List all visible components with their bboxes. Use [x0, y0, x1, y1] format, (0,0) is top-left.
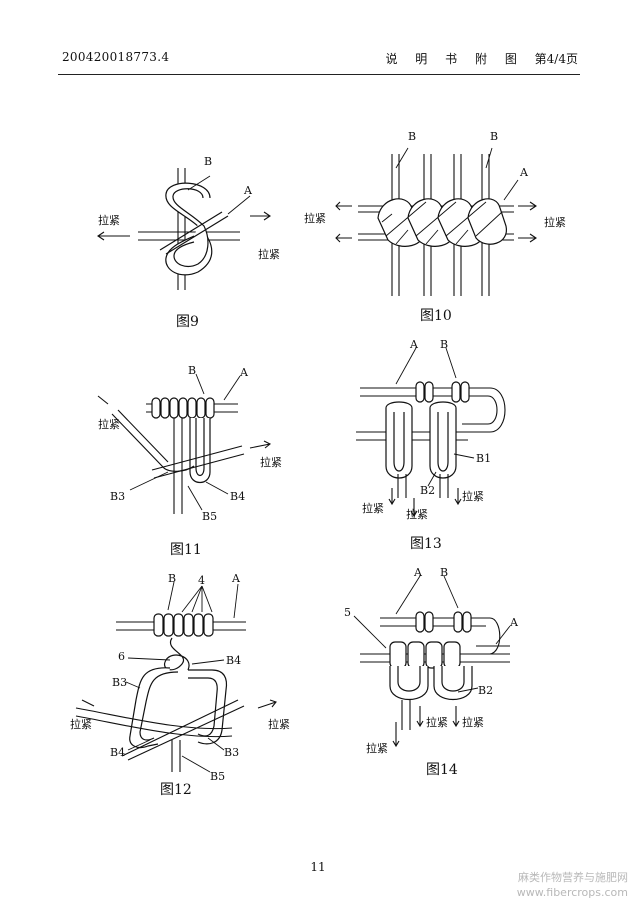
label-b3-bottom: B3 — [224, 746, 239, 759]
figure-10: B B A 拉紧 拉紧 图10 — [304, 130, 566, 324]
label-b: B — [440, 338, 448, 351]
header-char: 说 — [385, 52, 398, 66]
label-5: 5 — [344, 606, 351, 619]
cord-wraps — [151, 397, 215, 419]
woven-knots — [377, 198, 507, 247]
label-pull-1: 拉紧 — [426, 715, 448, 729]
label-pull-3: 拉紧 — [366, 741, 388, 755]
label-pull-right: 拉紧 — [260, 455, 282, 469]
label-a: A — [231, 572, 241, 585]
figure-14: A B 5 A B2 拉紧 拉紧 拉紧 图14 — [344, 566, 519, 778]
label-b: B — [204, 155, 212, 168]
page-reference: 第4/4页 — [534, 52, 578, 66]
label-b5: B5 — [202, 510, 217, 523]
label-b3: B3 — [110, 490, 125, 503]
patent-number: 200420018773.4 — [62, 50, 170, 64]
label-b-left: B — [408, 130, 416, 143]
site-watermark: 麻类作物营养与施肥网 www.fibercrops.com — [517, 870, 628, 900]
label-a-right: A — [509, 616, 519, 629]
page-header-right: 说 明 书 附 图 第4/4页 — [371, 50, 578, 67]
label-6: 6 — [118, 650, 125, 663]
label-pull-3: 拉紧 — [462, 489, 484, 503]
label-a: A — [239, 366, 249, 379]
figure-caption: 图13 — [410, 536, 442, 552]
label-b1: B1 — [476, 452, 491, 465]
header-char: 书 — [445, 52, 458, 66]
label-b4: B4 — [230, 490, 245, 503]
label-a-top: A — [413, 566, 423, 579]
label-b4-bottom: B4 — [110, 746, 125, 759]
label-b: B — [440, 566, 448, 579]
figure-caption: 图12 — [160, 782, 192, 798]
interlaced-loops — [389, 641, 473, 700]
label-pull-right: 拉紧 — [258, 247, 280, 261]
figure-caption: 图14 — [426, 762, 458, 778]
figure-9: B A 拉紧 拉紧 图9 — [97, 155, 280, 330]
label-pull-left: 拉紧 — [98, 417, 120, 431]
label-pull-2: 拉紧 — [462, 715, 484, 729]
cord-wraps — [415, 381, 470, 403]
label-b2: B2 — [478, 684, 493, 697]
header-char: 附 — [474, 52, 487, 66]
label-pull-right: 拉紧 — [544, 215, 566, 229]
label-b: B — [168, 572, 176, 585]
figure-13: A B B1 B2 拉紧 拉紧 拉紧 图13 — [356, 338, 506, 552]
figure-12: B 4 A 6 B4 B3 拉紧 拉紧 B4 B3 B5 图12 — [70, 572, 290, 798]
cord-wraps — [415, 611, 472, 633]
label-b2: B2 — [420, 484, 435, 497]
label-a: A — [409, 338, 419, 351]
label-pull-left: 拉紧 — [98, 213, 120, 227]
label-pull-right: 拉紧 — [268, 717, 290, 731]
header-rule — [58, 74, 580, 75]
header-char: 图 — [504, 52, 517, 66]
label-pull-left: 拉紧 — [304, 211, 326, 225]
label-b: B — [188, 364, 196, 377]
label-b5: B5 — [210, 770, 225, 783]
label-pull-left: 拉紧 — [70, 717, 92, 731]
label-4: 4 — [198, 574, 205, 587]
lower-loops — [385, 401, 457, 479]
label-b4-top: B4 — [226, 654, 241, 667]
figure-caption: 图11 — [170, 542, 202, 558]
label-b3-left: B3 — [112, 676, 127, 689]
label-b-right: B — [490, 130, 498, 143]
figure-caption: 图10 — [420, 308, 452, 324]
label-a: A — [243, 184, 253, 197]
figure-11: B A 拉紧 拉紧 B3 B4 B5 图11 — [97, 364, 282, 558]
cord-wraps — [153, 613, 214, 637]
figure-caption: 图9 — [176, 314, 199, 330]
page-number: 11 — [310, 860, 326, 874]
watermark-url: www.fibercrops.com — [516, 886, 628, 899]
label-pull-2: 拉紧 — [406, 507, 428, 521]
label-pull-1: 拉紧 — [362, 501, 384, 515]
watermark-title: 麻类作物营养与施肥网 — [518, 871, 628, 884]
header-char: 明 — [415, 52, 428, 66]
label-a: A — [519, 166, 529, 179]
